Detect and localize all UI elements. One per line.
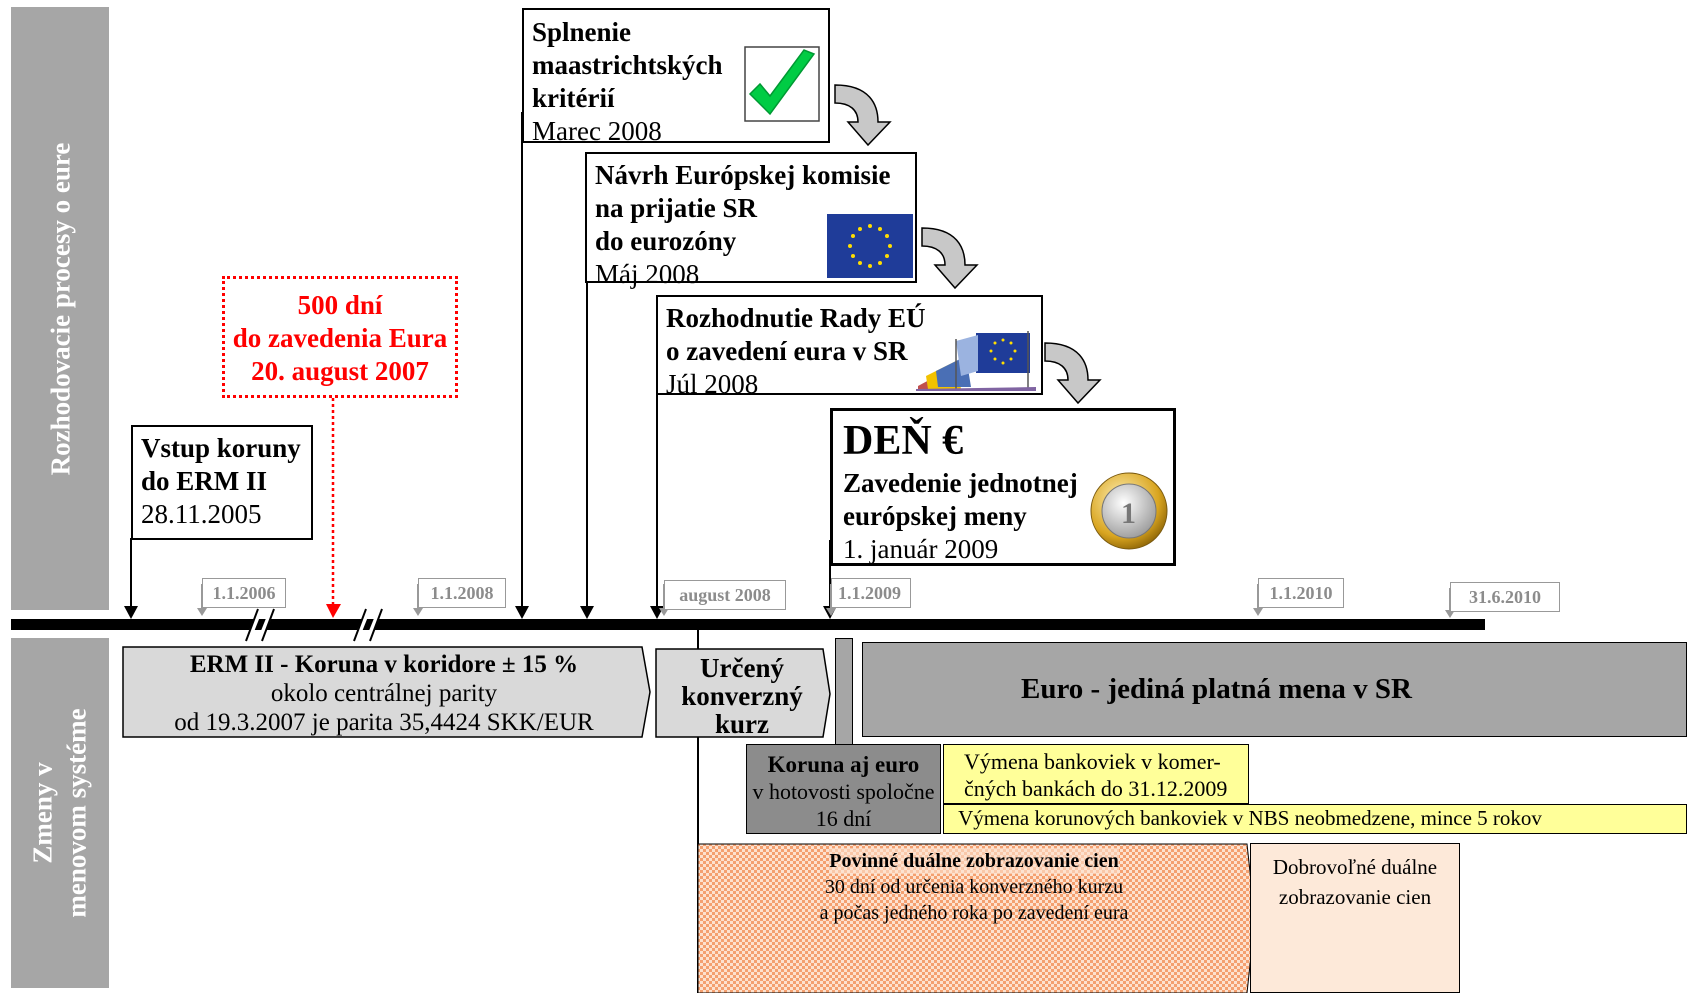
phase-euro-tab (835, 638, 853, 746)
phase-conversion: Určený konverzný kurz (681, 653, 803, 739)
connector-euro-day (829, 540, 831, 610)
connector-conversion-down (697, 630, 699, 993)
euro-coin-icon: 1 (1090, 472, 1168, 550)
arrowhead-commission (580, 606, 594, 619)
arrow-commission-to-council (921, 227, 979, 290)
event-council: Rozhodnutie Rady EÚ o zavedení eura v SR… (656, 295, 1043, 399)
axis-break-marks (245, 609, 383, 641)
phase-euro-only: Euro - jediná platná mena v SR (862, 642, 1687, 737)
phase-nbs-exchange: Výmena korunových bankoviek v NBS neobme… (943, 804, 1687, 834)
tick-label: 1.1.2010 (1258, 578, 1344, 608)
connector-council (656, 395, 658, 610)
sidebar-monetary: Zmeny v menovom systéme (11, 638, 109, 988)
arrow-criteria-to-commission (834, 84, 892, 147)
connector-commission (586, 283, 588, 610)
phase-bank-exchange: Výmena bankoviek v komer- čných bankách … (943, 744, 1249, 804)
progress-arrows (834, 84, 1102, 405)
event-euro-day: DEŇ € Zavedenie jednotnej európskej meny… (830, 408, 1176, 566)
eu-flag-icon (827, 214, 913, 278)
arrowhead-erm-entry (124, 606, 138, 619)
arrowhead-criteria (515, 606, 529, 619)
arrow-council-to-euroday (1044, 342, 1102, 405)
event-commission: Návrh Európskej komisie na prijatie SR d… (585, 152, 917, 289)
event-erm-entry: Vstup koruny do ERM II 28.11.2005 (131, 425, 313, 540)
arrowhead-countdown (326, 604, 341, 618)
euro-day-title: DEŇ € (843, 418, 964, 464)
phase-dual-cash: Koruna aj euro v hotovosti spoločne 16 d… (746, 744, 941, 834)
tick-label: 31.6.2010 (1450, 582, 1560, 612)
event-criteria: Splnenie maastrichtských kritérií Marec … (522, 8, 830, 146)
connector-erm-entry (130, 538, 132, 610)
phase-erm: ERM II - Koruna v koridore ± 15 % okolo … (174, 651, 594, 736)
sidebar-decision: Rozhodovacie procesy o eure (11, 7, 109, 610)
tick-label: 1.1.2008 (418, 578, 506, 608)
svg-text:1: 1 (1121, 497, 1136, 530)
timeline-axis (11, 619, 1485, 630)
conversion-phase-shape (655, 648, 831, 738)
tick-label: august 2008 (664, 580, 786, 610)
connector-criteria (521, 112, 523, 610)
phase-mandatory-dual: Povinné duálne zobrazovanie cien 30 dní … (819, 848, 1129, 924)
tick-label: 1.1.2006 (202, 578, 286, 608)
event-countdown: 500 dní do zavedenia Eura 20. august 200… (222, 276, 458, 398)
checkmark-icon (744, 46, 820, 122)
phase-voluntary-dual: Dobrovoľné duálne zobrazovanie cien (1250, 843, 1460, 993)
erm-phase-shape (122, 646, 651, 738)
flags-icon (916, 331, 1036, 391)
tick-label: 1.1.2009 (831, 578, 911, 608)
